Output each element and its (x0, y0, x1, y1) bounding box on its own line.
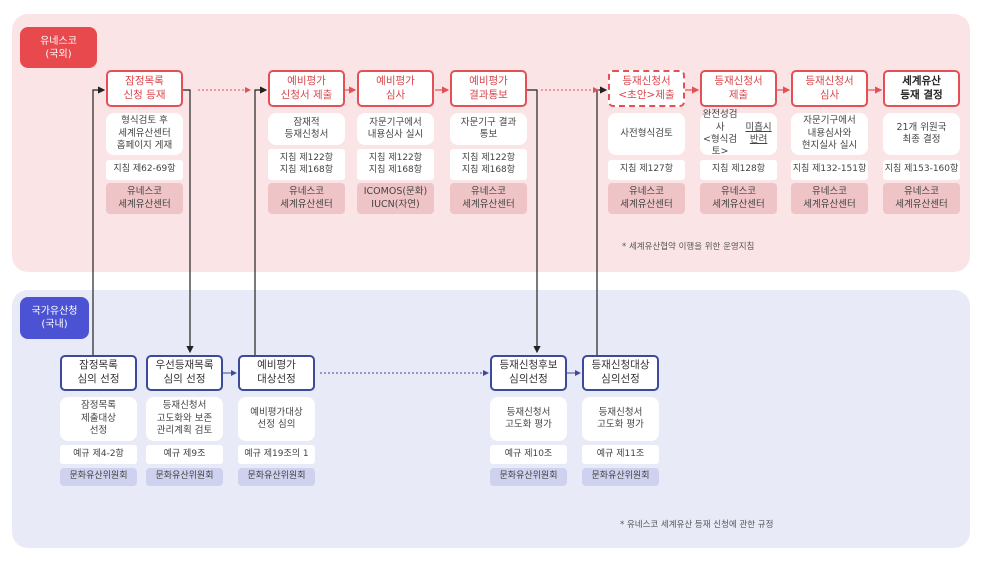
national-step-desc: 등재신청서 고도화와 보존 관리계획 검토 (146, 397, 223, 441)
unesco-step-desc: 자문기구에서 내용심사와 현지실사 실시 (791, 113, 868, 155)
unesco-step-org: 유네스코 세계유산센터 (268, 183, 345, 214)
national-step-desc: 등재신청서 고도화 평가 (490, 397, 567, 441)
connector-line (254, 86, 268, 355)
unesco-step-title: 잠정목록 신청 등재 (106, 70, 183, 107)
national-badge: 국가유산청 (국내) (20, 297, 89, 339)
unesco-step-org: 유네스코 세계유산센터 (106, 183, 183, 214)
unesco-step-org: 유네스코 세계유산센터 (700, 183, 777, 214)
unesco-step-ref: 지침 제122항 지침 제168항 (357, 149, 434, 180)
unesco-step-title: 등재신청서 제출 (700, 70, 777, 107)
national-step-ref: 예규 제10조 (490, 445, 567, 464)
unesco-step-org: 유네스코 세계유산센터 (883, 183, 960, 214)
national-step-title: 우선등재목록 심의 선정 (146, 355, 223, 391)
unesco-step-desc: 잠재적 등재신청서 (268, 113, 345, 145)
unesco-step-title: 세계유산 등재 결정 (883, 70, 960, 107)
national-step-ref: 예규 제19조의 1 (238, 445, 315, 464)
unesco-step-title: 예비평가 결과통보 (450, 70, 527, 107)
unesco-step-org: 유네스코 세계유산센터 (791, 183, 868, 214)
unesco-step-desc: 21개 위원국 최종 결정 (883, 113, 960, 155)
unesco-footnote: * 세계유산협약 이행을 위한 운영지침 (622, 242, 755, 252)
national-step-org: 문화유산위원회 (238, 468, 315, 486)
national-step-org: 문화유산위원회 (582, 468, 659, 486)
unesco-step-ref: 지침 제127항 (608, 160, 685, 180)
connector-line (596, 86, 608, 355)
unesco-step-desc: 형식검토 후 세계유산센터 홈페이지 게재 (106, 113, 183, 155)
national-step-title: 예비평가 대상선정 (238, 355, 315, 391)
national-step-org: 문화유산위원회 (490, 468, 567, 486)
national-step-desc: 등재신청서 고도화 평가 (582, 397, 659, 441)
national-step-title: 잠정목록 심의 선정 (60, 355, 137, 391)
unesco-step-org: 유네스코 세계유산센터 (608, 183, 685, 214)
unesco-step-ref: 지침 제153-160항 (883, 160, 960, 180)
unesco-step-desc: 사전형식검토 (608, 113, 685, 155)
national-step-title: 등재신청후보 심의선정 (490, 355, 567, 391)
national-step-ref: 예규 제4-2항 (60, 445, 137, 464)
unesco-step-desc: 자문기구 결과 통보 (450, 113, 527, 145)
national-step-desc: 잠정목록 제출대상 선정 (60, 397, 137, 441)
unesco-step-ref: 지침 제122항 지침 제168항 (268, 149, 345, 180)
national-step-ref: 예규 제11조 (582, 445, 659, 464)
unesco-step-title: 등재신청서 <초안>제출 (608, 70, 685, 107)
unesco-step-title: 등재신청서 심사 (791, 70, 868, 107)
unesco-step-title: 예비평가 신청서 제출 (268, 70, 345, 107)
unesco-step-org: 유네스코 세계유산센터 (450, 183, 527, 214)
unesco-step-ref: 지침 제132-151항 (791, 160, 868, 180)
unesco-badge: 유네스코 (국외) (20, 27, 97, 68)
connector-line (92, 86, 106, 355)
unesco-step-ref: 지침 제128항 (700, 160, 777, 180)
unesco-step-org: ICOMOS(문화) IUCN(자연) (357, 183, 434, 214)
national-step-ref: 예규 제9조 (146, 445, 223, 464)
national-footnote: * 유네스코 세계유산 등재 신청에 관한 규정 (620, 520, 774, 530)
unesco-step-desc: 완전성검사<형식검토>미흡시 반려 (700, 109, 777, 157)
connector-line (526, 89, 541, 354)
unesco-step-ref: 지침 제122항 지침 제168항 (450, 149, 527, 180)
national-step-org: 문화유산위원회 (146, 468, 223, 486)
connector-line (182, 89, 194, 354)
unesco-step-ref: 지침 제62-69항 (106, 160, 183, 180)
national-step-org: 문화유산위원회 (60, 468, 137, 486)
unesco-step-title: 예비평가 심사 (357, 70, 434, 107)
unesco-step-desc: 자문기구에서 내용심사 실시 (357, 113, 434, 145)
national-step-title: 등재신청대상 심의선정 (582, 355, 659, 391)
national-step-desc: 예비평가대상 선정 심의 (238, 397, 315, 441)
